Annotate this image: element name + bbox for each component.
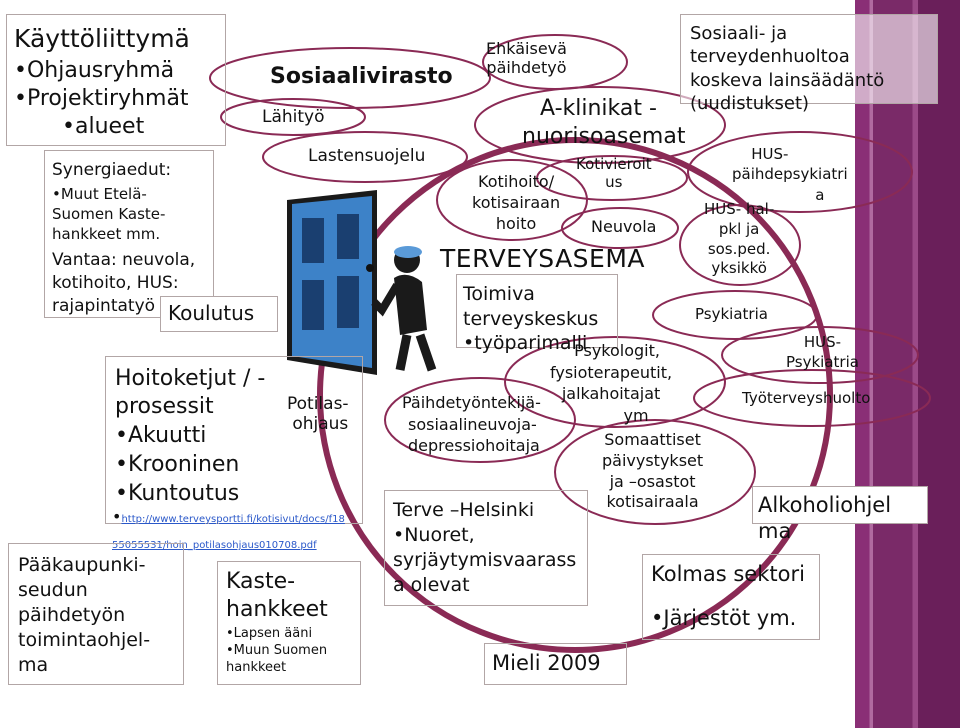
synergia-line: kotihoito, HUS: — [52, 273, 179, 293]
tyoterveys-label: Työterveyshuolto — [742, 390, 870, 408]
kaste-title: Kaste-hankkeet — [226, 568, 328, 623]
paihdetyontekija-label: Päihdetyöntekijä-sosiaalineuvoja-depress… — [402, 392, 541, 457]
neuvola-label: Neuvola — [591, 218, 656, 237]
hoitoketjut-item: •Kuntoutus — [115, 481, 239, 507]
huspsyk-label: HUS-Psykiatria — [786, 332, 859, 373]
hoitoketjut-item: •Akuutti — [115, 423, 206, 449]
kolmas-item: •Järjestöt ym. — [651, 606, 796, 631]
synergia-line: Suomen Kaste- — [52, 206, 165, 224]
potilasohjaus-label: Potilas-ohjaus — [287, 394, 349, 434]
psykiatria-label: Psykiatria — [695, 306, 768, 324]
kayttoliittyma-item-2: •Projektiryhmät — [14, 86, 189, 112]
hoitoketjut-item: •Krooninen — [115, 452, 239, 478]
kolmas-title: Kolmas sektori — [651, 562, 805, 587]
synergia-line: •Muut Etelä- — [52, 186, 147, 204]
koulutus-label: Koulutus — [168, 302, 254, 326]
lahityo-label: Lähityö — [262, 107, 325, 127]
synergia-title: Synergiaedut: — [52, 160, 171, 180]
kayttoliittyma-item-1: •Ohjausryhmä — [14, 58, 174, 84]
synergia-line: hankkeet mm. — [52, 226, 160, 244]
kayttoliittyma-subitem: •alueet — [62, 114, 144, 140]
aklinikat-label: A-klinikat - — [540, 96, 657, 122]
hoitoketjut-title-2: prosessit — [115, 394, 214, 420]
mieli-label: Mieli 2009 — [492, 651, 601, 676]
terveysasema-label: TERVEYSASEMA — [440, 244, 645, 274]
psykologit-label: Psykologit,fysioterapeutit,jalkahoitajat… — [550, 340, 672, 426]
kayttoliittyma-title: Käyttöliittymä — [14, 24, 190, 54]
hoitoketjut-link[interactable]: •http://www.terveysportti.fi/kotisivut/d… — [112, 508, 345, 527]
sosiaalivirasto-label: Sosiaalivirasto — [270, 64, 453, 90]
aklinikat-label-2: nuorisoasemat — [522, 124, 685, 150]
lastensuojelu-label: Lastensuojelu — [308, 146, 425, 166]
hoitoketjut-title: Hoitoketjut / - — [115, 366, 265, 392]
door-figure-illustration — [282, 190, 447, 375]
synergia-line: rajapintatyö — [52, 296, 155, 316]
synergia-line: Vantaa: neuvola, — [52, 250, 195, 270]
terve-label: Terve –Helsinki•Nuoret,syrjäytymisvaaras… — [393, 498, 576, 598]
